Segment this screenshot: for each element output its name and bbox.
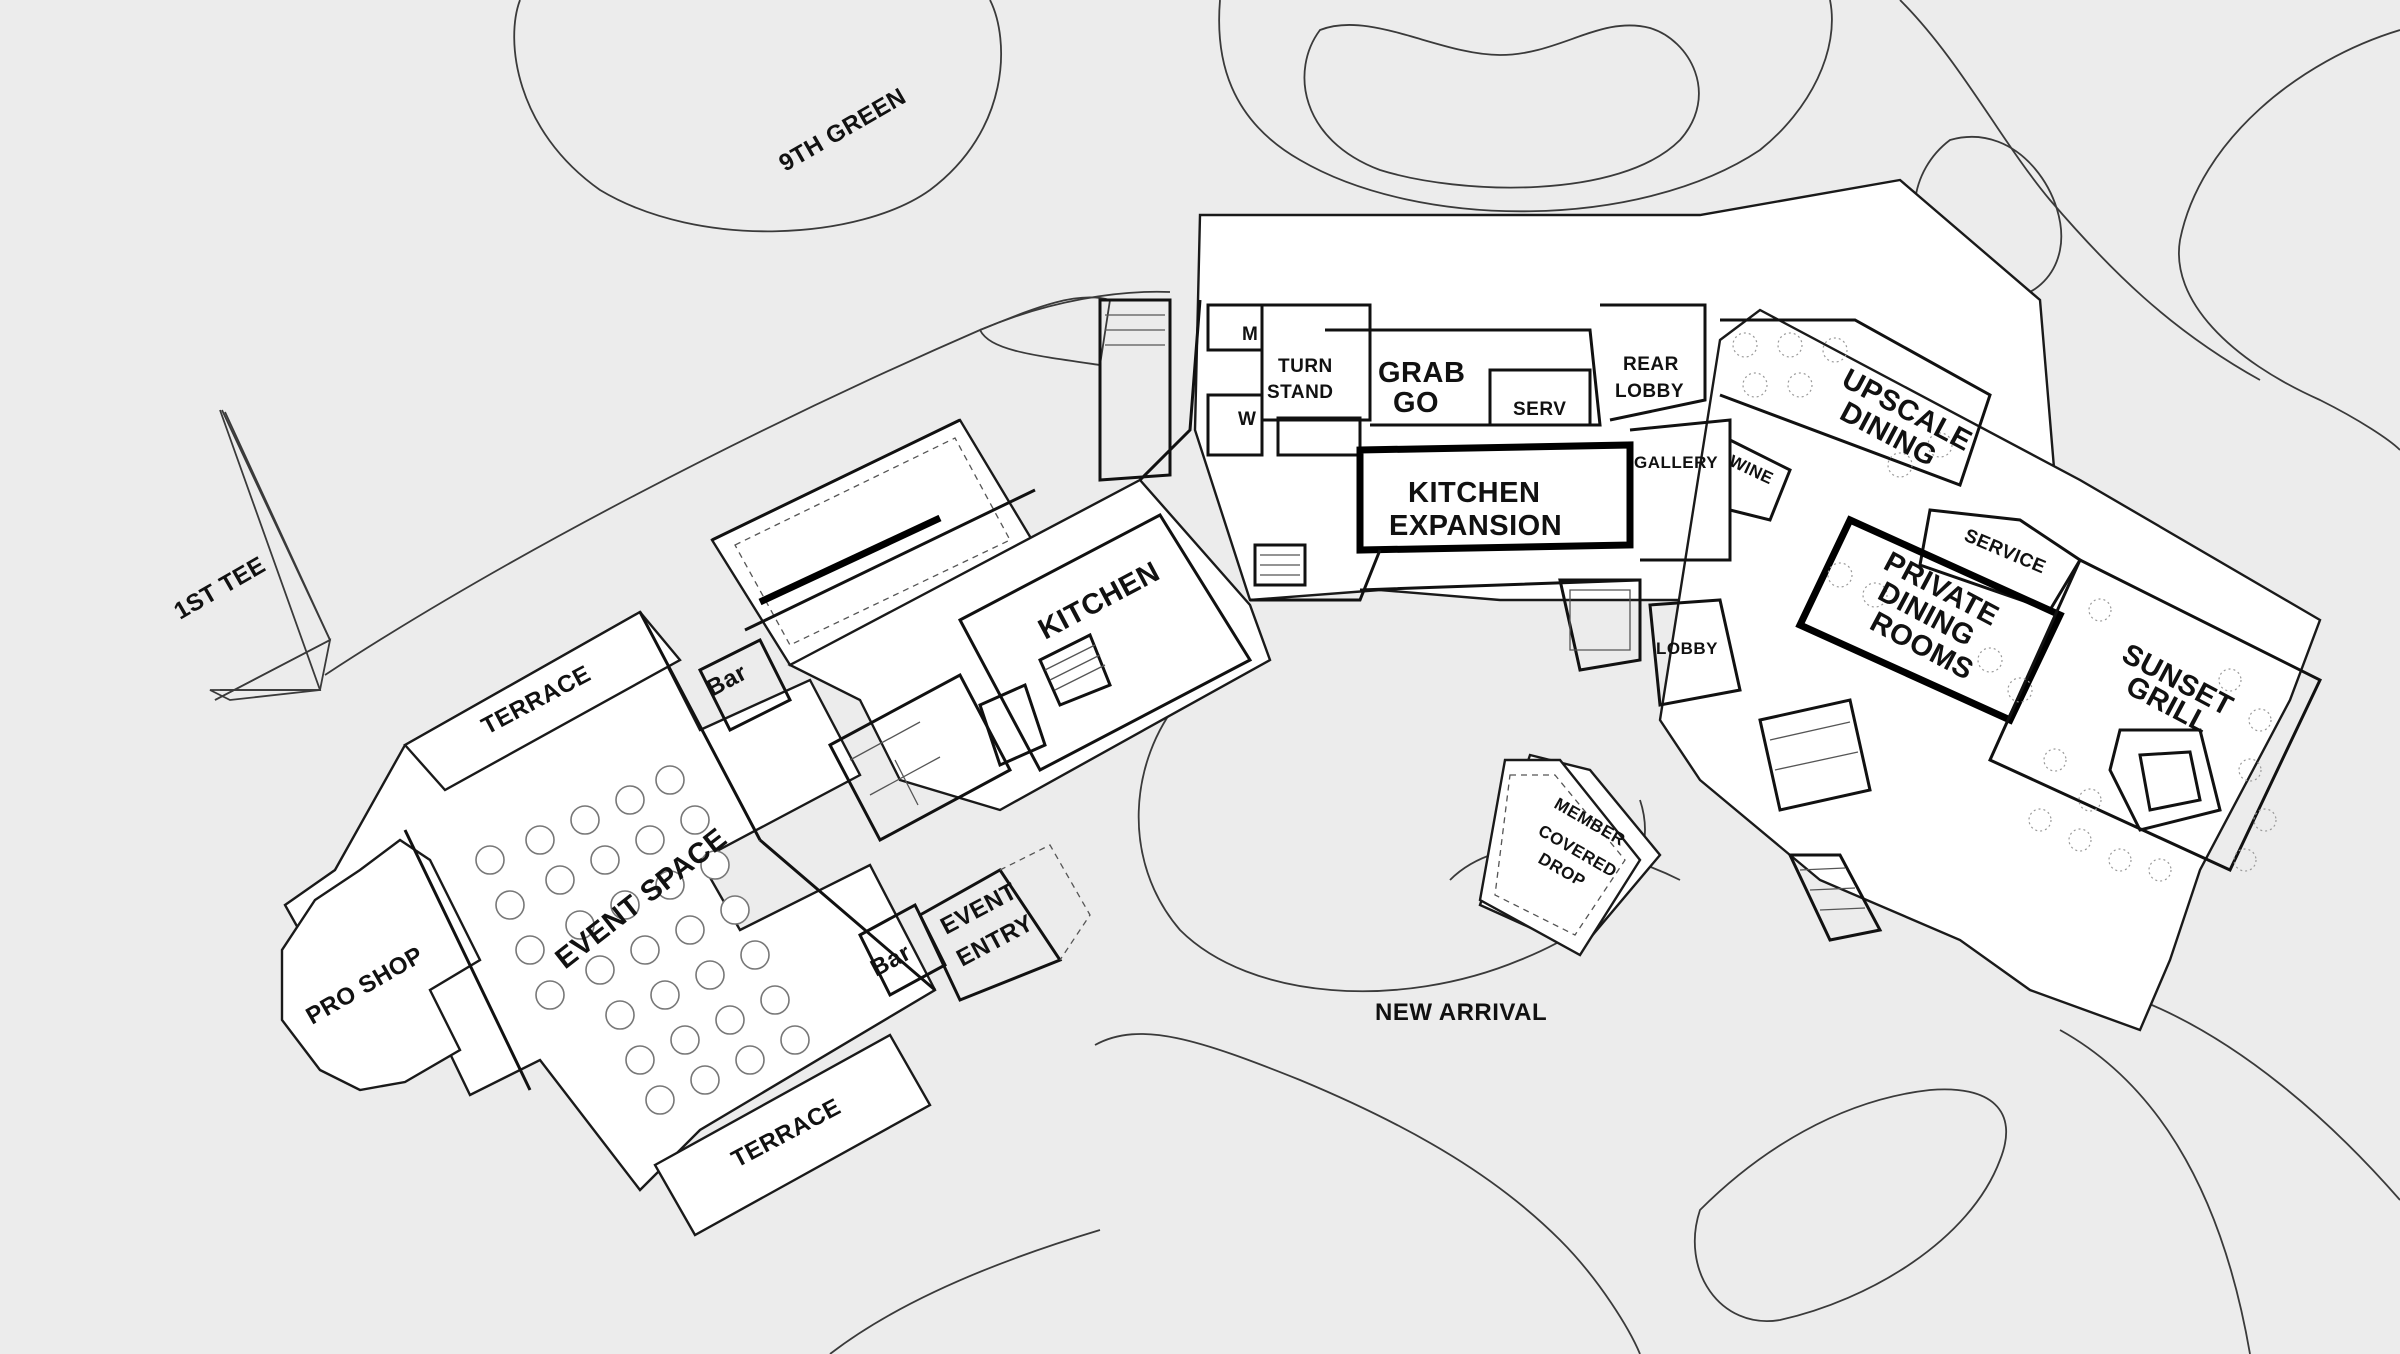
serv-walls — [1488, 368, 1592, 427]
north-path-outline — [1218, 0, 1833, 213]
kitchen-walls — [957, 513, 1253, 773]
bar-north-walls — [697, 637, 793, 733]
terrace-south-area — [653, 1033, 932, 1237]
label-first-tee: 1ST TEE — [170, 551, 271, 625]
arrival-drive-outline — [1094, 1033, 1641, 1354]
east-wing — [1658, 308, 2322, 1032]
north-pond-outline — [1303, 24, 1700, 189]
label-turn-stand-1: TURN — [1278, 356, 1333, 377]
ninth-green-outline — [513, 0, 1002, 233]
private-dining-tables — [1827, 562, 2033, 703]
east-stair-treads — [1799, 867, 1866, 911]
label-grab-go-2: GO — [1393, 387, 1439, 419]
north-connector — [1138, 299, 1202, 482]
kitchen-expansion-walls — [1356, 441, 1634, 554]
upscale-dining-tables — [1732, 332, 1953, 478]
event-space-west-wall — [403, 829, 532, 1091]
grab-go-walls — [1325, 328, 1602, 427]
lobby-vestibule — [1558, 578, 1642, 672]
restroom-stalls — [849, 721, 941, 806]
label-serv: SERV — [1513, 399, 1566, 420]
pro-shop-area — [280, 838, 482, 1092]
sunset-grill-tables — [2028, 598, 2277, 882]
west-path — [214, 639, 331, 701]
south-stair — [1253, 543, 1307, 587]
east-restrooms — [1758, 698, 1872, 812]
member-drop-structure — [1478, 758, 1642, 957]
kitchen-stair-treads — [1044, 644, 1106, 691]
gallery-walls — [1629, 418, 1732, 562]
lobby-walls — [1648, 598, 1742, 707]
north-stair-block — [1098, 298, 1172, 482]
lobby-restroom — [1569, 589, 1631, 651]
canopy-wall-2 — [744, 488, 1036, 632]
building — [280, 178, 2322, 1237]
event-entry-canopy — [999, 844, 1091, 961]
restroom-w-walls — [1206, 393, 1264, 457]
south-stair-treads — [1260, 554, 1300, 576]
canopy-wall-1 — [711, 418, 961, 542]
south-east-path-2 — [2139, 999, 2400, 1201]
rear-lobby-walls — [1600, 303, 1707, 422]
label-kitchen-expansion-2: EXPANSION — [1389, 510, 1562, 542]
label-restroom-m: M — [1242, 324, 1258, 345]
terrace-north-area — [403, 610, 682, 792]
upscale-dining-walls — [1719, 318, 1992, 487]
label-new-arrival: NEW ARRIVAL — [1375, 999, 1547, 1026]
turn-stand-walls — [1260, 303, 1372, 422]
sunset-grill-walls — [1988, 557, 2322, 872]
east-stair — [1787, 853, 1883, 942]
member-drop-dashed — [1494, 774, 1626, 936]
canopy-dashed-outline — [734, 437, 1011, 646]
label-turn-stand-2: STAND — [1267, 382, 1334, 403]
interior-walls — [403, 298, 2322, 1091]
sunset-grill-bar-inner — [2138, 750, 2202, 812]
restroom-core — [827, 672, 1013, 843]
canopy-beam — [758, 514, 942, 606]
east-restroom-stalls — [1769, 721, 1859, 771]
north-stair-treads — [1105, 314, 1165, 346]
label-kitchen-expansion-1: KITCHEN — [1408, 477, 1540, 509]
label-ninth-green: 9TH GREEN — [775, 83, 911, 177]
southwest-path — [829, 1229, 1101, 1354]
label-rear-lobby-1: REAR — [1623, 354, 1679, 375]
label-rear-lobby-2: LOBBY — [1615, 381, 1684, 402]
arrival-island-outline — [1693, 1088, 2008, 1322]
east-fairway-outline-2 — [2178, 29, 2400, 451]
label-restroom-w: W — [1238, 409, 1256, 430]
kitchen-expansion-corridor — [1250, 549, 1641, 602]
kitchen-stair — [1038, 632, 1112, 707]
west-walk — [979, 296, 1112, 367]
label-lobby: LOBBY — [1656, 639, 1718, 658]
east-fairway-outline — [1899, 0, 2261, 381]
kitchen-cooler — [978, 682, 1047, 768]
private-dining-walls — [1795, 515, 2065, 725]
event-space-divider — [638, 611, 936, 992]
label-gallery: GALLERY — [1634, 453, 1718, 472]
event-space-tables — [475, 765, 810, 1115]
south-east-path — [2059, 1029, 2251, 1354]
wine-room-walls — [1729, 438, 1792, 522]
label-grab-go-1: GRAB — [1378, 357, 1465, 389]
tee-line — [224, 411, 331, 641]
first-tee-outline — [209, 409, 322, 701]
sunset-grill-bar-outer — [2108, 728, 2222, 832]
